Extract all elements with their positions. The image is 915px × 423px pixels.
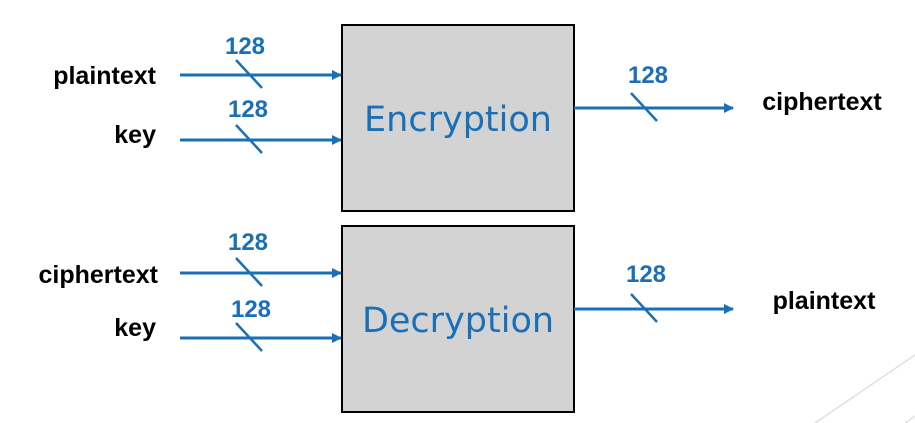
encryption-block: Encryption plaintext 128 key 128 128 cip… <box>53 24 882 212</box>
decryption-input-ciphertext-label: ciphertext <box>39 261 159 289</box>
bus-width-slash <box>235 59 263 89</box>
encryption-plaintext-bits: 128 <box>225 33 265 60</box>
bus-width-slash <box>630 92 658 122</box>
encryption-key-bits: 128 <box>228 96 268 123</box>
bus-width-slash <box>235 257 263 287</box>
bus-width-slash <box>235 322 263 352</box>
decryption-box <box>341 225 575 413</box>
encryption-output-bits: 128 <box>628 62 668 89</box>
encryption-input-plaintext-label: plaintext <box>53 62 156 90</box>
decryption-ciphertext-bits: 128 <box>228 229 268 256</box>
encryption-box-label: Encryption <box>364 100 552 140</box>
bus-width-slash <box>630 293 658 323</box>
encryption-box <box>341 24 575 212</box>
decryption-box-label: Decryption <box>362 301 554 341</box>
decryption-output-bits: 128 <box>626 261 666 288</box>
bus-width-slash <box>235 124 263 154</box>
decryption-block: Decryption ciphertext 128 key 128 128 pl… <box>39 225 876 413</box>
decryption-input-key-label: key <box>114 314 156 342</box>
decryption-key-bits: 128 <box>231 296 271 323</box>
encryption-input-key-label: key <box>114 121 156 149</box>
decryption-output-plaintext-label: plaintext <box>773 287 876 315</box>
corner-decoration <box>814 354 915 423</box>
encryption-output-ciphertext-label: ciphertext <box>762 88 882 116</box>
